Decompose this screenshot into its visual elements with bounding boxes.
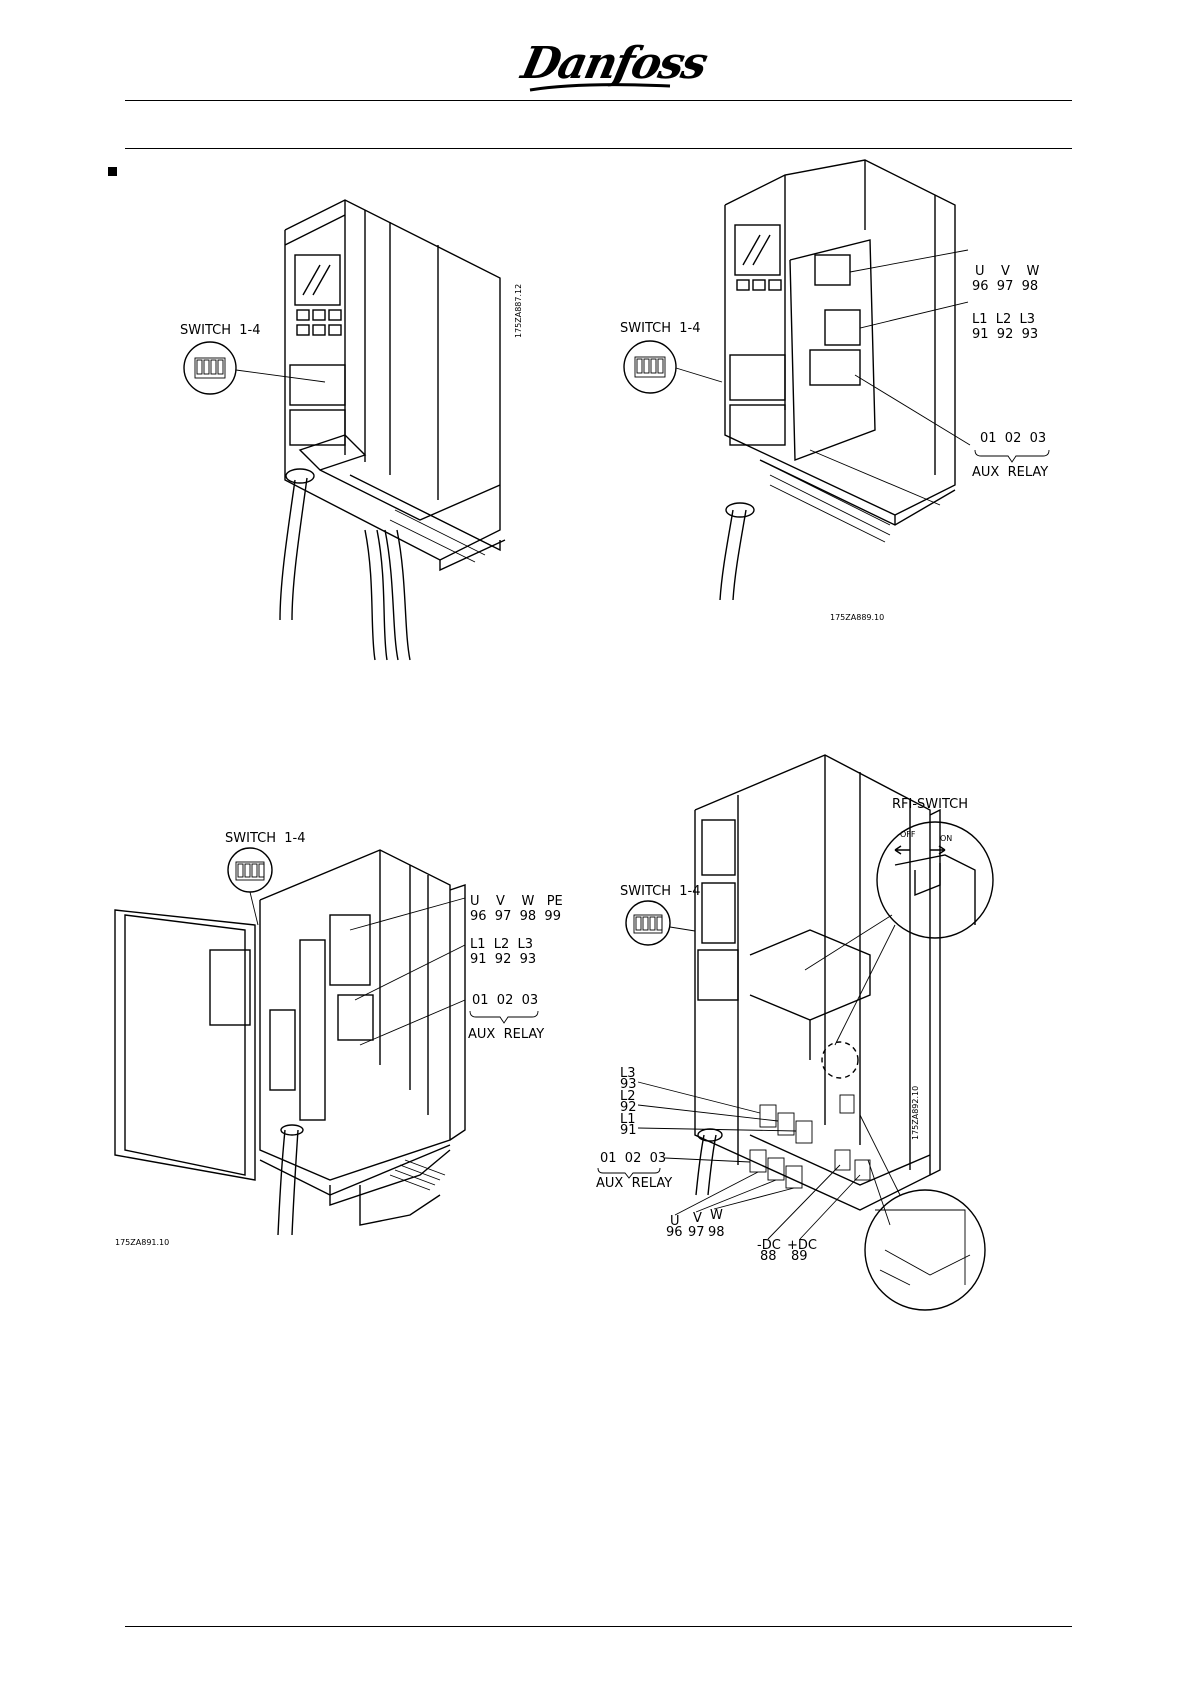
fig2-aux-brace — [974, 449, 1050, 463]
fig4-pdc-label: +DC — [787, 1238, 817, 1253]
figure-3-diagram: SWITCH 1-4 — [110, 830, 590, 1264]
fig2-aux-numbers: 01 02 03 — [980, 431, 1046, 446]
fig3-l-numbers: 91 92 93 — [470, 952, 536, 967]
footer-rule — [125, 1626, 1072, 1627]
fig3-drawing-code: 175ZA891.10 — [115, 1238, 169, 1247]
logo-wordmark: Danfoss — [515, 37, 712, 88]
fig4-l2-label: L2 — [620, 1089, 636, 1104]
header-rule-bottom — [125, 148, 1072, 149]
figure-4-diagram: SWITCH 1-4 — [596, 754, 1080, 1399]
fig2-switch-callout — [623, 340, 677, 394]
fig2-dip-switch-icon — [634, 356, 666, 378]
fig2-drive-unit — [724, 159, 956, 526]
fig1-drive-unit — [284, 199, 506, 572]
fig1-cables — [279, 468, 411, 661]
fig1-switch-callout — [183, 341, 237, 395]
fig3-switch-label: SWITCH 1-4 — [225, 831, 305, 846]
fig4-cable — [695, 1128, 723, 1196]
fig2-l-letters: L1 L2 L3 — [972, 312, 1035, 327]
fig4-on-label: ON — [940, 834, 952, 843]
fig4-rfi-label: RFI-SWITCH — [892, 797, 968, 812]
fig4-off-label: OFF — [900, 830, 916, 839]
fig3-cables — [277, 1124, 304, 1236]
fig2-drawing-code: 175ZA889.10 — [830, 613, 884, 622]
fig1-dip-switch-icon — [196, 359, 224, 375]
fig3-uvw-numbers: 96 97 98 99 — [470, 909, 561, 924]
fig4-92-label: 92 — [620, 1100, 637, 1115]
fig4-93-label: 93 — [620, 1077, 637, 1092]
fig4-bottom-detail-callout — [864, 1189, 986, 1311]
fig4-98-label: 98 — [708, 1225, 725, 1240]
fig4-89-label: 89 — [791, 1249, 808, 1264]
fig3-aux-brace — [469, 1010, 539, 1024]
fig2-aux-label: AUX RELAY — [972, 465, 1048, 480]
fig3-uvw-letters: U V W PE — [470, 894, 563, 909]
fig4-u-label: U — [670, 1214, 680, 1229]
fig4-91-label: 91 — [620, 1123, 637, 1138]
fig2-switch-label: SWITCH 1-4 — [620, 321, 700, 336]
fig4-97-label: 97 — [688, 1225, 705, 1240]
fig4-l3-label: L3 — [620, 1066, 636, 1081]
fig4-96-label: 96 — [666, 1225, 683, 1240]
fig3-drive-unit — [259, 849, 466, 1226]
fig3-l-letters: L1 L2 L3 — [470, 937, 533, 952]
fig2-cables — [719, 502, 755, 601]
figure-2-diagram: SWITCH 1-4 — [610, 159, 1080, 634]
danfoss-logo: Danfoss — [515, 37, 713, 98]
fig2-vent-grille — [769, 449, 941, 543]
fig4-88-label: 88 — [760, 1249, 777, 1264]
fig2-uvw-numbers: 96 97 98 — [972, 279, 1038, 294]
fig4-switch-callout — [625, 900, 671, 946]
fig1-switch-label: SWITCH 1-4 — [180, 323, 260, 338]
fig1-drawing-code: 175ZA887.12 — [514, 284, 523, 338]
fig3-aux-label: AUX RELAY — [468, 1027, 544, 1042]
fig2-l-numbers: 91 92 93 — [972, 327, 1038, 342]
fig3-dip-switch-icon — [235, 861, 265, 881]
fig1-vent-grille — [389, 499, 491, 563]
fig4-rfi-detail-callout — [876, 821, 994, 939]
fig4-l1-label: L1 — [620, 1112, 636, 1127]
fig4-v-label: V — [693, 1211, 702, 1226]
section-bullet — [108, 167, 117, 176]
fig4-aux-numbers: 01 02 03 — [600, 1151, 666, 1166]
fig4-aux-brace — [597, 1167, 661, 1179]
fig4-drive-unit — [694, 754, 941, 1211]
fig3-heatsink — [389, 1159, 446, 1191]
fig4-w-label: W — [710, 1208, 723, 1223]
fig4-dip-switch-icon — [633, 914, 663, 934]
figure-1-diagram: SWITCH 1-4 175ZA887.12 — [170, 199, 550, 734]
fig4-switch-label: SWITCH 1-4 — [620, 884, 700, 899]
fig4-mdc-label: -DC — [757, 1238, 781, 1253]
fig3-open-door — [114, 909, 256, 1181]
fig2-uvw-letters: U V W — [975, 264, 1039, 279]
fig4-terminal-blocks — [749, 1094, 871, 1189]
fig4-drawing-code: 175ZA892.10 — [911, 1086, 920, 1140]
fig4-aux-label: AUX RELAY — [596, 1176, 672, 1191]
header-rule-top — [125, 100, 1072, 101]
fig3-aux-numbers: 01 02 03 — [472, 993, 538, 1008]
